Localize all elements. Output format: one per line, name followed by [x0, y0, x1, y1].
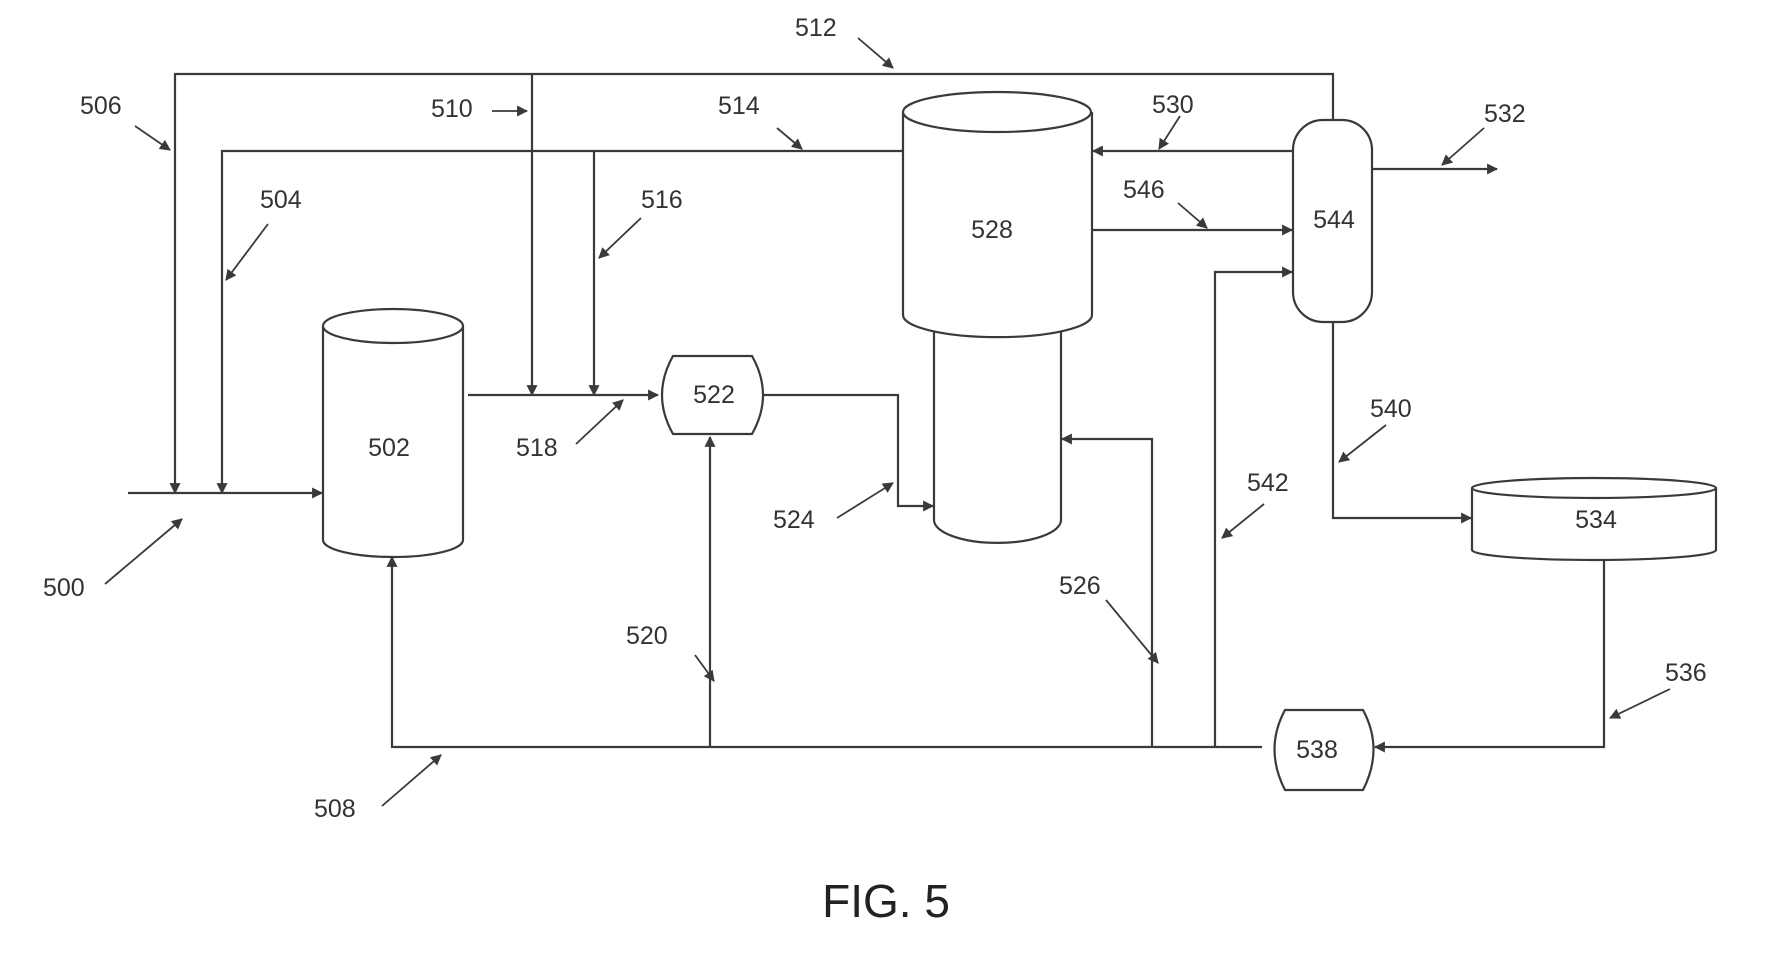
label-532: 532	[1484, 100, 1526, 128]
label-536: 536	[1665, 659, 1707, 687]
label-522: 522	[693, 381, 735, 409]
leader-540	[1339, 425, 1386, 462]
vessel-528	[903, 92, 1092, 543]
leader-516	[599, 218, 641, 258]
label-534: 534	[1575, 506, 1617, 534]
label-514: 514	[718, 92, 760, 120]
leader-514	[777, 128, 802, 149]
leader-530	[1159, 116, 1180, 149]
line-508	[392, 557, 1262, 747]
label-520: 520	[626, 622, 668, 650]
figure-caption: FIG. 5	[822, 875, 950, 927]
label-510: 510	[431, 95, 473, 123]
leader-500	[105, 519, 182, 584]
label-538: 538	[1296, 736, 1338, 764]
line-542	[1215, 272, 1292, 747]
label-542: 542	[1247, 469, 1289, 497]
label-530: 530	[1152, 91, 1194, 119]
label-528: 528	[971, 216, 1013, 244]
leader-532	[1442, 128, 1484, 165]
label-544: 544	[1313, 206, 1355, 234]
label-526: 526	[1059, 572, 1101, 600]
label-508: 508	[314, 795, 356, 823]
label-518: 518	[516, 434, 558, 462]
leader-524	[837, 483, 893, 518]
leader-518	[576, 400, 623, 444]
label-512: 512	[795, 14, 837, 42]
line-536	[1375, 560, 1604, 747]
label-516: 516	[641, 186, 683, 214]
leader-520	[695, 655, 714, 681]
label-506: 506	[80, 92, 122, 120]
label-504: 504	[260, 186, 302, 214]
label-540: 540	[1370, 395, 1412, 423]
leader-506	[135, 126, 170, 150]
label-500: 500	[43, 574, 85, 602]
label-546: 546	[1123, 176, 1165, 204]
leader-504	[226, 224, 268, 280]
line-524	[763, 395, 933, 506]
leader-542	[1222, 504, 1264, 538]
label-502: 502	[368, 434, 410, 462]
leader-526	[1106, 600, 1158, 663]
leader-512	[858, 38, 893, 68]
vessel-502	[323, 309, 463, 557]
label-524: 524	[773, 506, 815, 534]
leader-536	[1610, 689, 1670, 718]
leader-546	[1178, 203, 1207, 228]
leader-508	[382, 755, 441, 806]
stream-labels: 500 506 504 510 512 514 516 518 520 524 …	[43, 14, 1707, 823]
